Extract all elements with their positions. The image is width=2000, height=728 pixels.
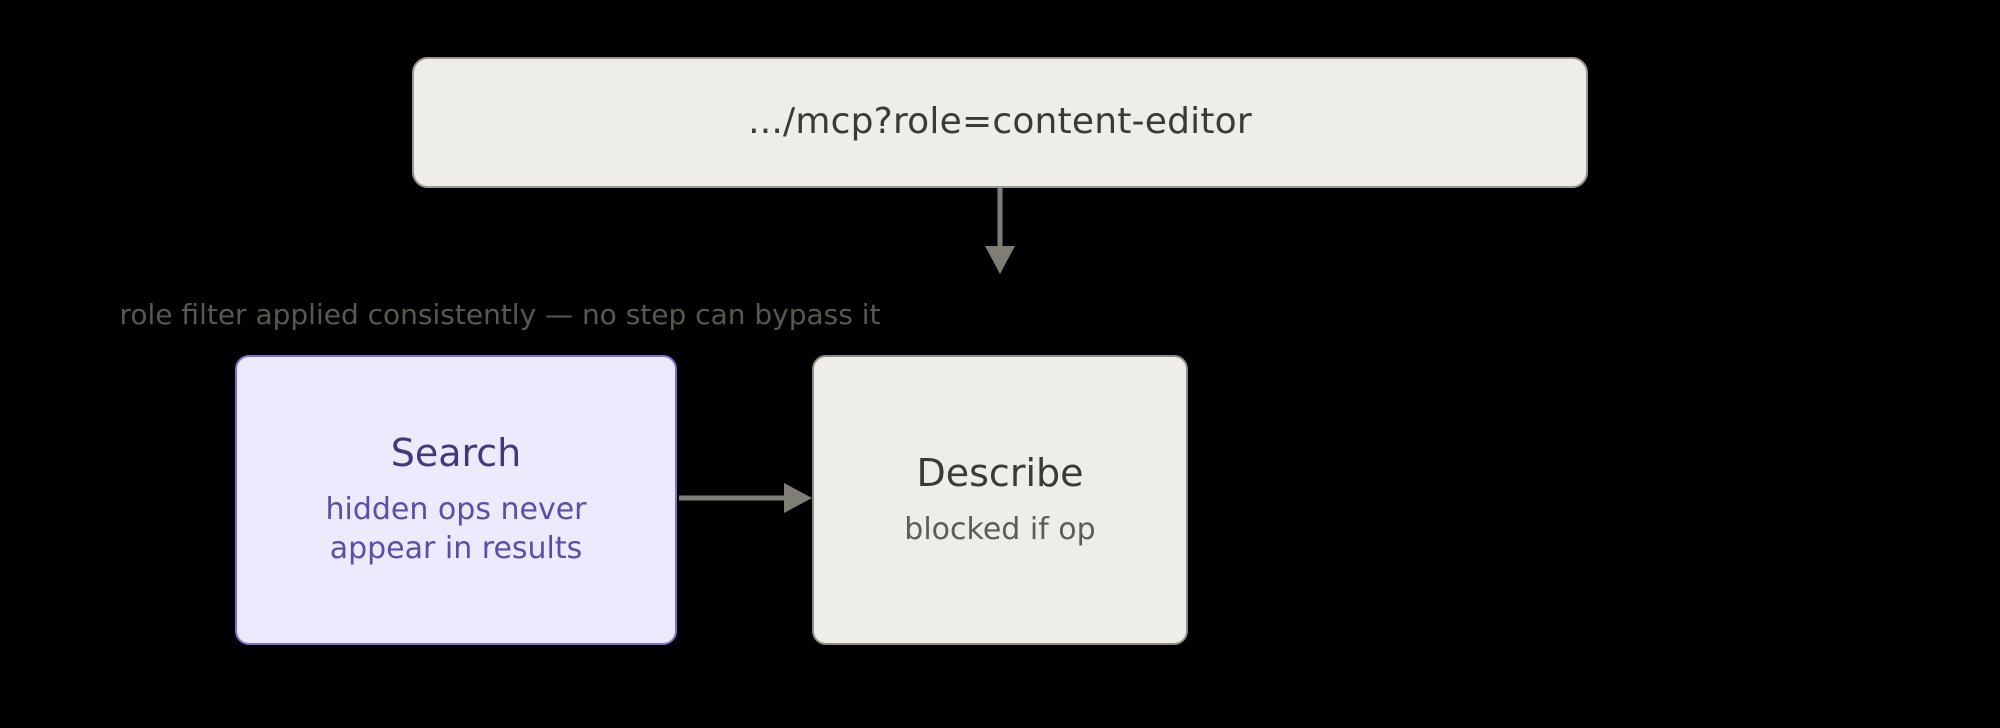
edge-root-to-flow — [985, 188, 1015, 274]
node-describe-subtitle-line-1: blocked if op — [904, 511, 1096, 547]
node-describe-subtitle: blocked if op — [904, 510, 1095, 550]
edge-search-to-describe — [679, 483, 812, 513]
node-root-title: .../mcp?role=content-editor — [748, 101, 1252, 143]
node-describe-title: Describe — [916, 450, 1084, 495]
node-describe[interactable]: Describe blocked if op — [812, 355, 1188, 645]
node-search-subtitle: hidden ops never appear in results — [325, 490, 586, 569]
node-search-title: Search — [390, 430, 522, 475]
node-root-endpoint[interactable]: .../mcp?role=content-editor — [412, 57, 1588, 188]
edge-search-to-describe-arrowhead — [784, 483, 812, 513]
node-search-subtitle-line-1: hidden ops never — [325, 491, 587, 527]
edge-root-to-flow-arrowhead — [985, 246, 1015, 274]
node-search[interactable]: Search hidden ops never appear in result… — [235, 355, 677, 645]
node-search-subtitle-line-2: appear in results — [329, 531, 583, 567]
edge-label-role-filter: role filter applied consistently — no st… — [119, 298, 881, 331]
